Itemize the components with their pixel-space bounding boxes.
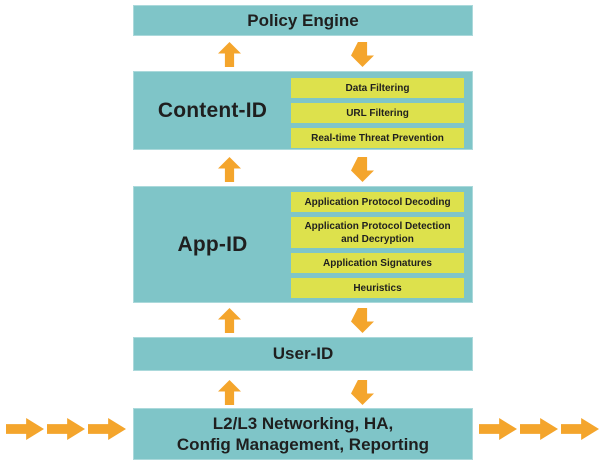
flow-right-arrow-icon [520, 418, 558, 440]
content-id-label: Content-ID [157, 98, 268, 122]
networking-box: L2/L3 Networking, HA, Config Management,… [133, 408, 473, 460]
flow-right-arrow-icon [479, 418, 517, 440]
up-arrow-icon [218, 42, 241, 67]
policy-engine-label: Policy Engine [247, 10, 359, 30]
up-arrow-icon [218, 380, 241, 405]
app-id-box: App-ID Application Protocol Decoding App… [133, 186, 473, 303]
up-arrow-icon [218, 157, 241, 182]
app-id-label: App-ID [177, 232, 248, 256]
module-application-signatures: Application Signatures [291, 253, 464, 273]
down-arrow-icon [351, 380, 374, 405]
up-arrow-icon [218, 308, 241, 333]
module-data-filtering: Data Filtering [291, 78, 464, 98]
networking-label: L2/L3 Networking, HA, Config Management,… [176, 414, 430, 454]
content-id-box: Content-ID Data Filtering URL Filtering … [133, 71, 473, 150]
module-url-filtering: URL Filtering [291, 103, 464, 123]
module-application-protocol-decoding: Application Protocol Decoding [291, 192, 464, 212]
flow-right-arrow-icon [6, 418, 44, 440]
flow-right-arrow-icon [561, 418, 599, 440]
module-application-protocol-detection-decryption: Application Protocol Detection and Decry… [291, 217, 464, 248]
flow-right-arrow-icon [47, 418, 85, 440]
policy-engine-box: Policy Engine [133, 5, 473, 36]
user-id-label: User-ID [272, 344, 334, 363]
module-realtime-threat-prevention: Real-time Threat Prevention [291, 128, 464, 148]
app-id-modules: Application Protocol Decoding Applicatio… [291, 192, 464, 298]
user-id-box: User-ID [133, 337, 473, 371]
down-arrow-icon [351, 157, 374, 182]
down-arrow-icon [351, 42, 374, 67]
flow-right-arrow-icon [88, 418, 126, 440]
down-arrow-icon [351, 308, 374, 333]
content-id-modules: Data Filtering URL Filtering Real-time T… [291, 78, 464, 148]
module-heuristics: Heuristics [291, 278, 464, 298]
